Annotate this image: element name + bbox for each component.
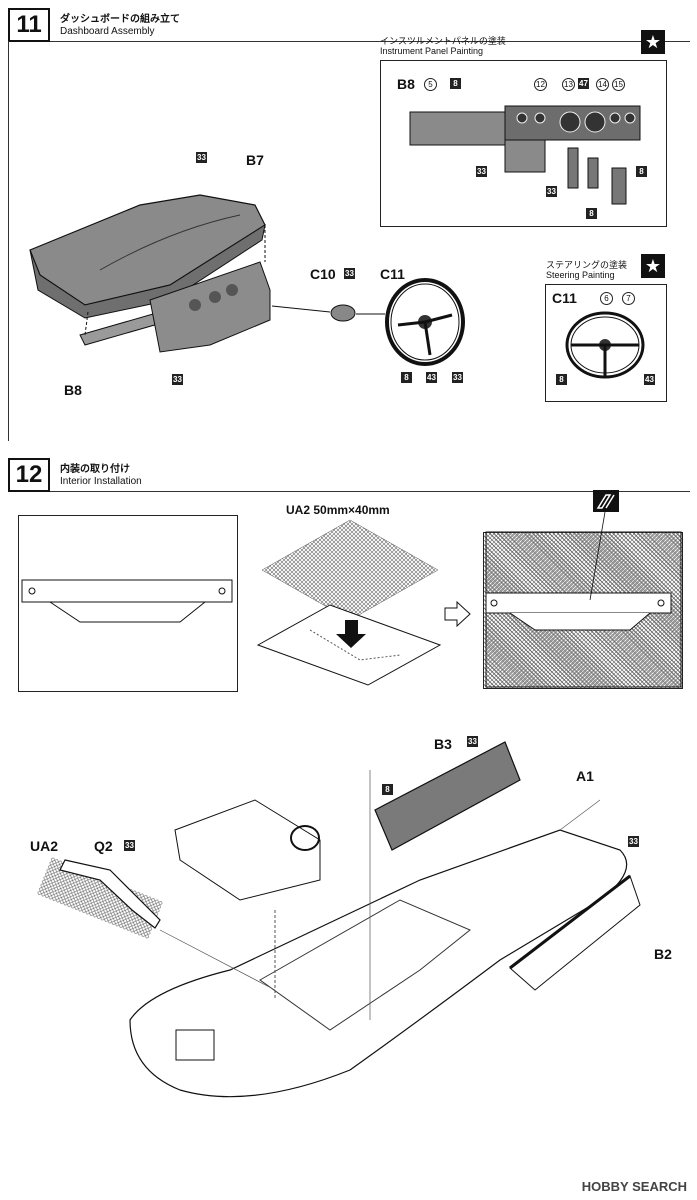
part-b3-label: B3 — [434, 736, 452, 752]
ref-33-q2: 33 — [124, 840, 135, 851]
instrument-panel-title-en: Instrument Panel Painting — [380, 46, 484, 56]
step-12-title-en: Interior Installation — [60, 476, 142, 487]
steer-ref-6: 6 — [600, 292, 613, 305]
ip-ref-47: 47 — [578, 78, 589, 89]
ref-33-wheel: 33 — [452, 372, 463, 383]
part-b8-label: B8 — [64, 382, 82, 398]
part-c10-label: C10 — [310, 266, 336, 282]
ip-ref-33-bottom: 8 — [586, 208, 597, 219]
mesh-cut-drawing — [256, 519, 471, 686]
step-11-left-border — [8, 41, 9, 441]
step-11-title-en: Dashboard Assembly — [60, 26, 155, 37]
part-b7-label: B7 — [246, 152, 264, 168]
ip-ref-8-top: 8 — [450, 78, 461, 89]
part-a1-label: A1 — [576, 768, 594, 784]
step-11-rule — [50, 41, 690, 42]
mesh-result-overlay — [485, 490, 682, 688]
watermark: HOBBY SEARCH — [581, 1179, 687, 1194]
mesh-label: UA2 50mm×40mm — [286, 503, 390, 517]
ref-33-c10: 33 — [344, 268, 355, 279]
ip-ref-8-right: 8 — [636, 166, 647, 177]
step-11-number: 11 — [8, 8, 50, 42]
template-outline — [21, 579, 233, 623]
ip-ref-5: 5 — [424, 78, 437, 91]
ip-ref-15: 15 — [612, 78, 625, 91]
ref-8-b3: 8 — [382, 784, 393, 795]
template-box — [18, 515, 238, 692]
step-11-title-jp: ダッシュボードの組み立て — [60, 14, 180, 25]
step-12-title-jp: 内装の取り付け — [60, 464, 130, 475]
ref-33-cluster: 33 — [172, 374, 183, 385]
step-12-number: 12 — [8, 458, 50, 492]
ip-ref-33-left: 33 — [476, 166, 487, 177]
steering-c11-label: C11 — [552, 290, 577, 306]
part-q2-label: Q2 — [94, 838, 113, 854]
ref-8-wheel: 8 — [401, 372, 412, 383]
steer-ref-8: 8 — [556, 374, 567, 385]
steering-title-en: Steering Painting — [546, 270, 615, 280]
ref-33-a1: 33 — [628, 836, 639, 847]
star-icon: ★ — [641, 254, 665, 278]
ref-33-b7: 33 — [196, 152, 207, 163]
star-icon: ★ — [641, 30, 665, 54]
steering-painting-drawing — [565, 311, 645, 379]
ip-ref-8-bottom: 33 — [546, 186, 557, 197]
part-c11-label: C11 — [380, 266, 405, 282]
dashboard-assembly-drawing — [29, 194, 465, 366]
instrument-panel-drawing — [409, 105, 641, 205]
ref-43-wheel: 43 — [426, 372, 437, 383]
ip-b8-label: B8 — [397, 76, 415, 92]
ip-ref-14: 14 — [596, 78, 609, 91]
part-b2-label: B2 — [654, 946, 672, 962]
steering-title-jp: ステアリングの塗装 — [546, 260, 628, 270]
part-ua2-label: UA2 — [30, 838, 59, 854]
instrument-panel-title-jp: インスツルメントパネルの塗装 — [380, 36, 506, 46]
ip-ref-13: 13 — [562, 78, 575, 91]
ip-ref-12: 12 — [534, 78, 547, 91]
steer-ref-43: 43 — [644, 374, 655, 385]
steer-ref-7: 7 — [622, 292, 635, 305]
ref-33-b3: 33 — [467, 736, 478, 747]
step-12-rule — [50, 491, 690, 492]
